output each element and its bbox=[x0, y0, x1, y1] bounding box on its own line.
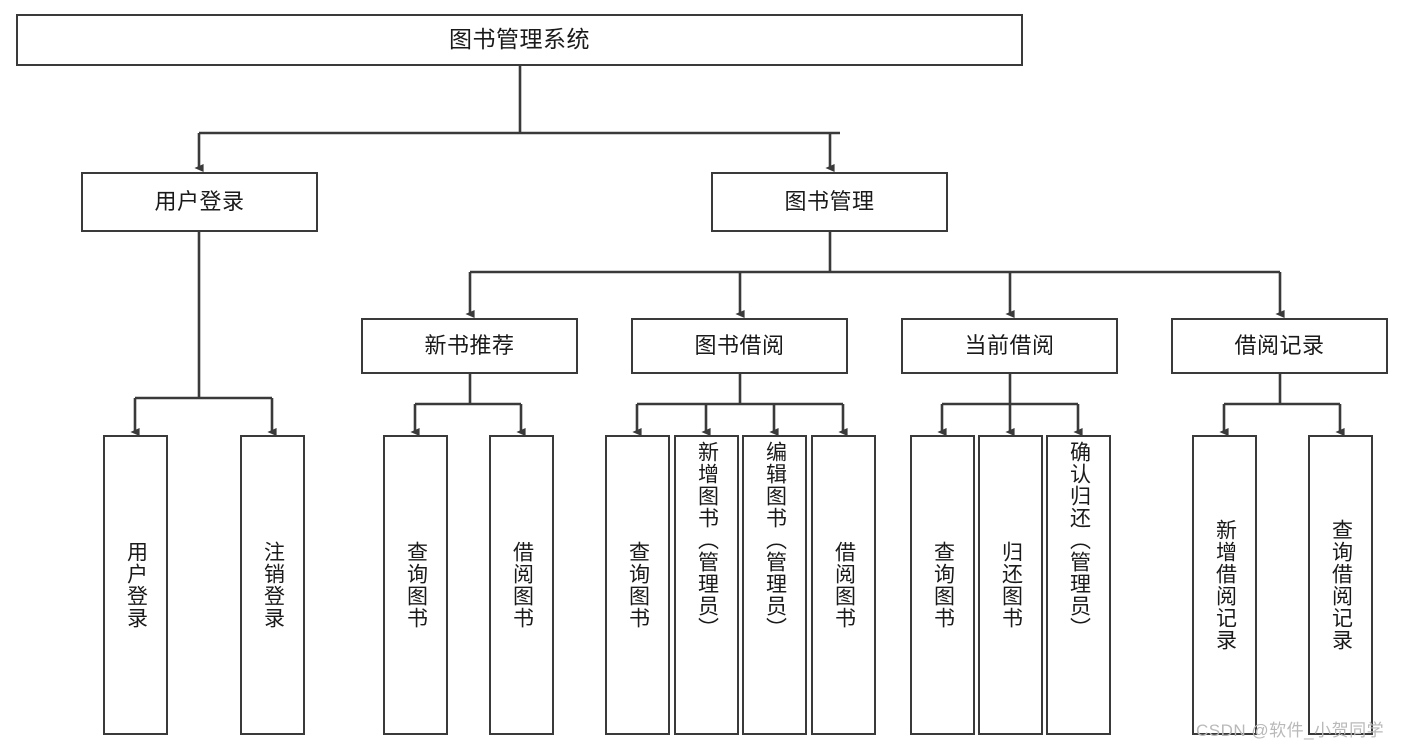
node-label: 新增借阅记录 bbox=[1213, 519, 1237, 651]
node-label: 用户登录 bbox=[154, 189, 245, 215]
node-label: 借阅图书 bbox=[832, 541, 856, 629]
node-label: 新书推荐 bbox=[424, 333, 515, 359]
leaf-current-confirm-return-admin[interactable]: 确认归还（管理员） bbox=[1046, 435, 1111, 735]
node-label: 归还图书 bbox=[999, 541, 1023, 629]
leaf-current-query-book[interactable]: 查询图书 bbox=[910, 435, 975, 735]
leaf-record-add-borrow-record[interactable]: 新增借阅记录 bbox=[1192, 435, 1257, 735]
node-borrowing-record[interactable]: 借阅记录 bbox=[1171, 318, 1388, 374]
leaf-record-query-borrow-record[interactable]: 查询借阅记录 bbox=[1308, 435, 1373, 735]
node-label: 图书管理 bbox=[784, 189, 875, 215]
node-current-borrowing[interactable]: 当前借阅 bbox=[901, 318, 1118, 374]
node-new-book-recommendation[interactable]: 新书推荐 bbox=[361, 318, 578, 374]
node-label: 借阅图书 bbox=[510, 541, 534, 629]
leaf-borrow-add-book-admin[interactable]: 新增图书（管理员） bbox=[674, 435, 739, 735]
node-label: 当前借阅 bbox=[964, 333, 1055, 359]
leaf-borrow-edit-book-admin[interactable]: 编辑图书（管理员） bbox=[742, 435, 807, 735]
node-label: 确认归还（管理员） bbox=[1067, 441, 1091, 639]
node-book-management[interactable]: 图书管理 bbox=[711, 172, 948, 232]
node-label: 图书借阅 bbox=[694, 333, 785, 359]
leaf-borrow-borrow-book[interactable]: 借阅图书 bbox=[811, 435, 876, 735]
node-root-book-management-system[interactable]: 图书管理系统 bbox=[16, 14, 1023, 66]
node-book-borrowing[interactable]: 图书借阅 bbox=[631, 318, 848, 374]
node-user-login[interactable]: 用户登录 bbox=[81, 172, 318, 232]
node-label: 新增图书（管理员） bbox=[695, 441, 719, 639]
node-label: 注销登录 bbox=[261, 541, 285, 629]
node-label: 查询图书 bbox=[626, 541, 650, 629]
watermark-csdn: CSDN @软件_小贺同学 bbox=[1196, 721, 1385, 740]
leaf-user-login-signout[interactable]: 注销登录 bbox=[240, 435, 305, 735]
node-label: 借阅记录 bbox=[1234, 333, 1325, 359]
leaf-user-login-signin[interactable]: 用户登录 bbox=[103, 435, 168, 735]
node-label: 查询图书 bbox=[404, 541, 428, 629]
leaf-recommend-query-book[interactable]: 查询图书 bbox=[383, 435, 448, 735]
node-label: 图书管理系统 bbox=[449, 26, 590, 53]
node-label: 查询借阅记录 bbox=[1329, 519, 1353, 651]
leaf-recommend-borrow-book[interactable]: 借阅图书 bbox=[489, 435, 554, 735]
node-label: 用户登录 bbox=[124, 541, 148, 629]
leaf-current-return-book[interactable]: 归还图书 bbox=[978, 435, 1043, 735]
node-label: 编辑图书（管理员） bbox=[763, 441, 787, 639]
leaf-borrow-query-book[interactable]: 查询图书 bbox=[605, 435, 670, 735]
node-label: 查询图书 bbox=[931, 541, 955, 629]
